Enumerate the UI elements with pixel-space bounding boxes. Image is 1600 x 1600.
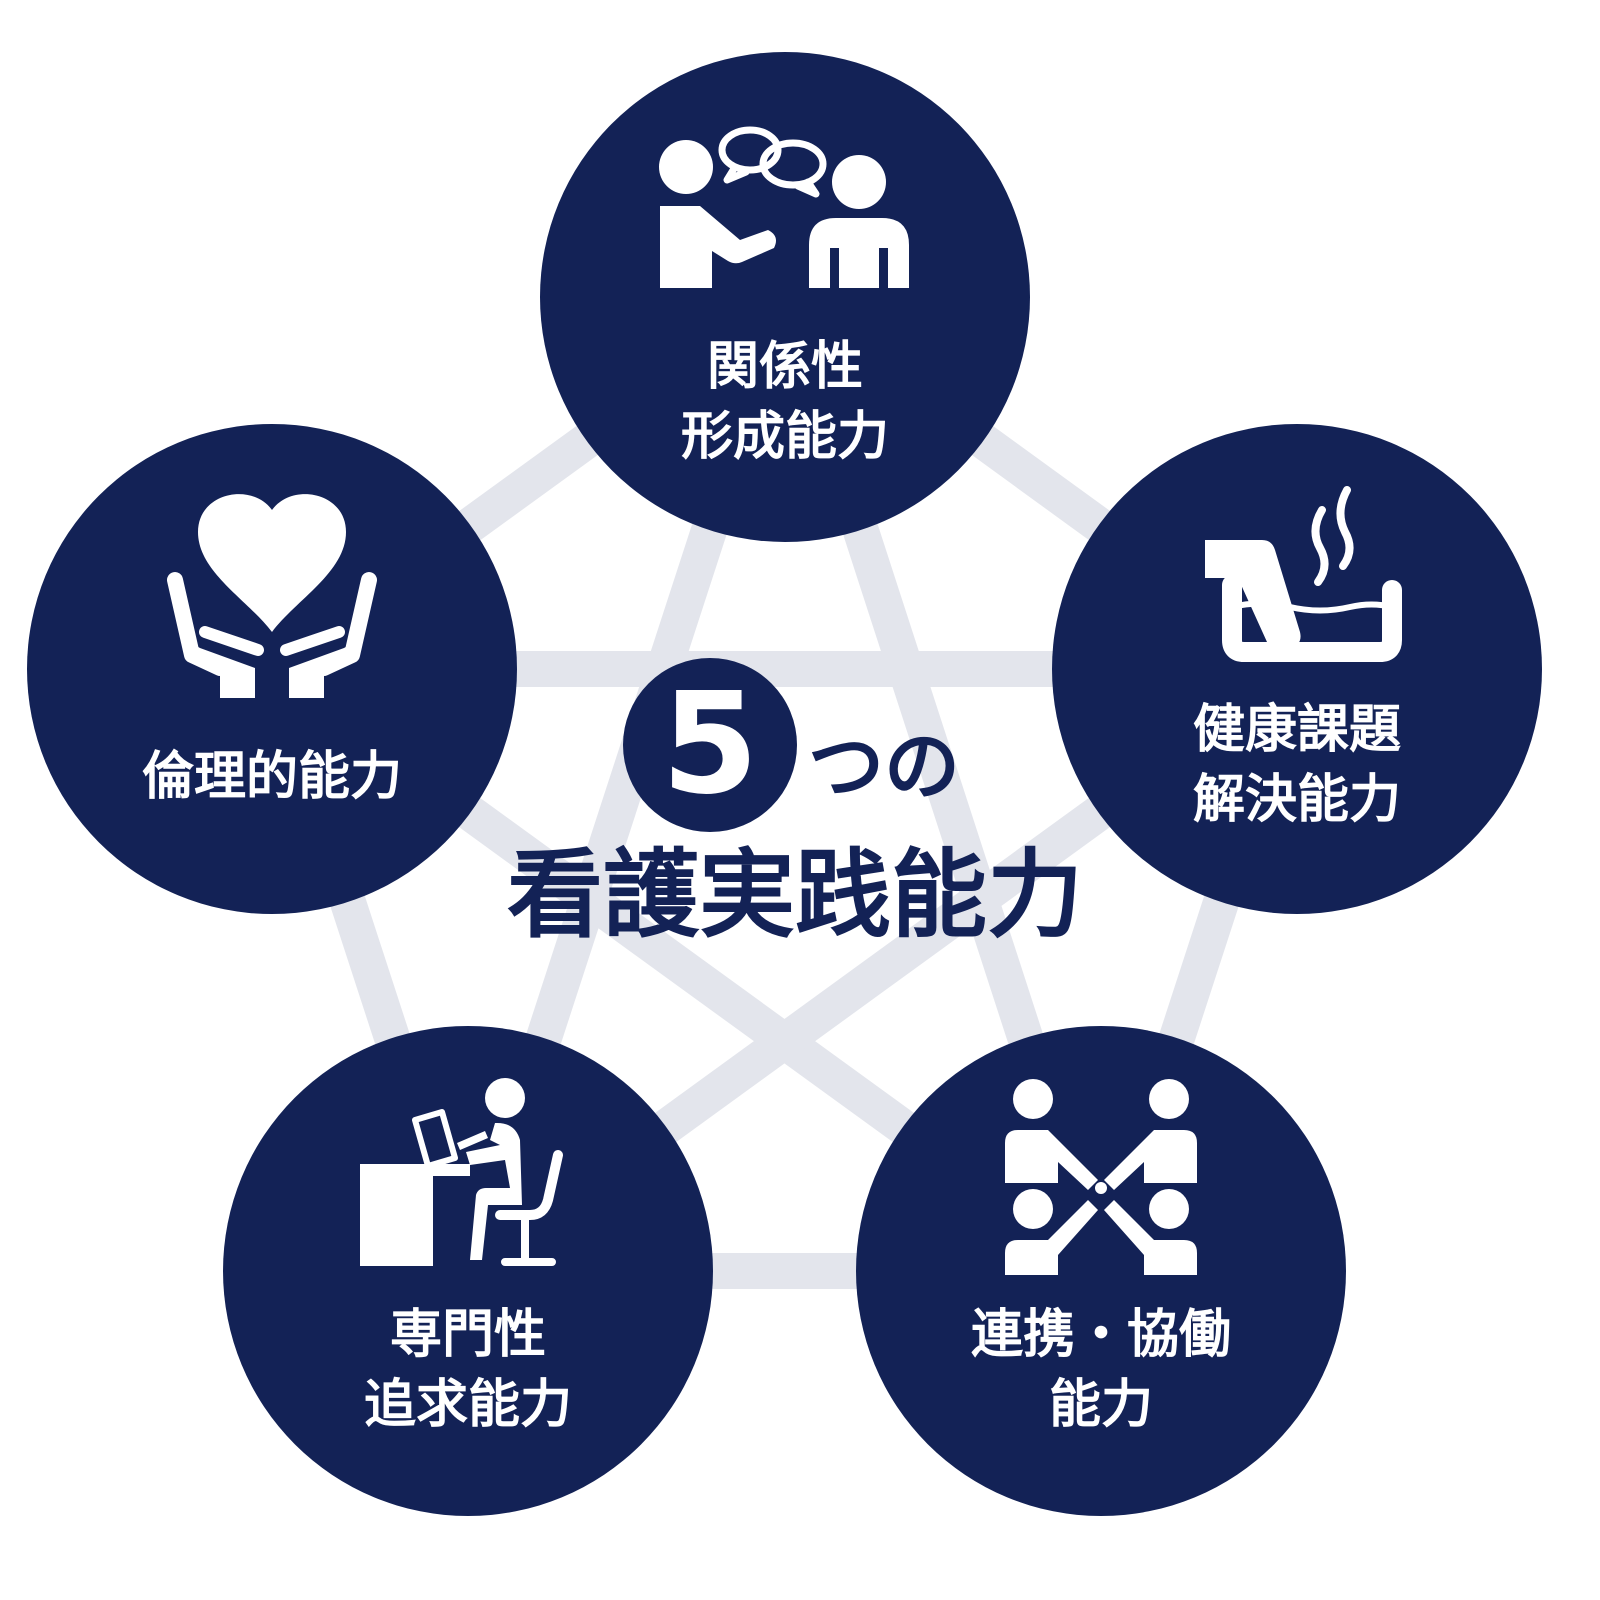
heart-hands-icon [167,494,377,698]
label-relationship-line-2: 形成能力 [680,407,889,467]
label-professional-line-1: 専門性 [389,1305,546,1365]
label-relationship: 関係性 形成能力 [605,332,965,472]
label-professional-line-2: 追求能力 [363,1375,572,1435]
node-relationship [540,52,1030,542]
center-title: 看護実践能力 [507,839,1083,951]
conversation-icon [659,126,909,288]
label-professional: 専門性 追求能力 [288,1300,648,1440]
node-professional [223,1026,713,1516]
study-desk-icon [360,1078,563,1266]
label-collaboration-line-1: 連携・協働 [970,1305,1231,1365]
label-health-line-2: 解決能力 [1192,770,1401,830]
label-health-line-1: 健康課題 [1192,700,1401,760]
label-collaboration: 連携・協働 能力 [921,1300,1281,1440]
node-collaboration [856,1026,1346,1516]
center-number-badge [623,658,797,832]
bath-icon [1205,486,1402,662]
center-number: 5 [661,663,759,826]
node-health [1052,424,1542,914]
label-health: 健康課題 解決能力 [1117,695,1477,835]
label-ethics-line-1: 倫理的能力 [141,747,402,807]
label-collaboration-line-2: 能力 [1048,1375,1153,1435]
label-ethics: 倫理的能力 [92,742,452,812]
node-ethics [27,424,517,914]
team-meeting-icon [1005,1079,1197,1275]
label-relationship-line-1: 関係性 [706,337,863,397]
center-suffix: つの [808,722,960,811]
